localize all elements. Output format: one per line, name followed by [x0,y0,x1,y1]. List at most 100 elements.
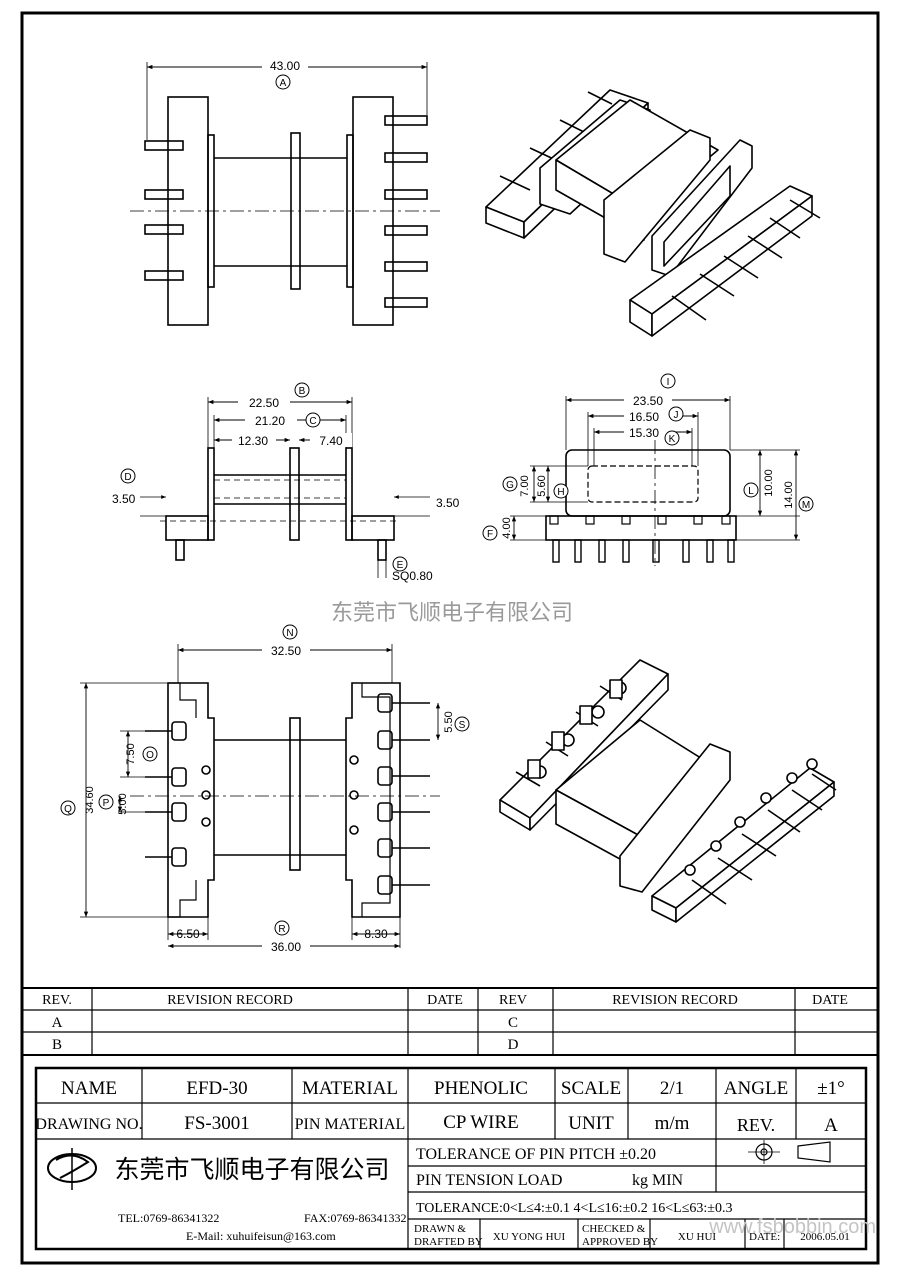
dim-side-d-right: 3.50 [436,496,460,510]
watermark-company: 东莞市飞顺电子有限公司 [331,601,573,626]
svg-text:O: O [146,750,154,761]
svg-text:N: N [286,628,293,639]
callout-j: J [668,406,684,422]
callout-e: E [392,556,408,572]
date-label: DATE: [749,1231,780,1243]
tolerance-pin-pitch: TOLERANCE OF PIN PITCH ±0.20 [416,1146,656,1163]
svg-text:K: K [669,434,676,445]
svg-text:D: D [124,472,131,483]
scale-value: 2/1 [660,1078,684,1099]
company-tel: TEL:0769-86341322 [118,1211,219,1225]
callout-l: L [743,482,759,498]
dim-end-m: 14.00 [783,481,795,509]
company-logo [47,1148,97,1190]
callout-h: H [553,483,569,499]
company-email: E-Mail: xuhuifeisun@163.com [186,1229,336,1243]
checked-value: XU HUI [678,1231,717,1243]
svg-text:A: A [280,78,287,89]
side-view [140,395,430,578]
callout-g: G [502,476,518,492]
company-name: 东莞市飞顺电子有限公司 [114,1155,389,1184]
callout-i: I [660,373,676,389]
title-block [34,1066,868,1251]
dim-top-width: 43.00 [270,59,300,73]
callout-p: P [98,794,114,810]
dim-bottom-right: 8.30 [364,927,388,941]
dim-bottom-s: 5.50 [443,711,455,732]
dim-end-k: 15.30 [629,426,659,440]
rev-row-c: C [508,1015,518,1031]
svg-text:C: C [309,416,316,427]
dim-bottom-q: 34.60 [84,786,96,814]
drawing-no-value: FS-3001 [184,1113,249,1134]
dim-bottom-left: 6.50 [176,927,200,941]
pin-tension-label: PIN TENSION LOAD [416,1172,562,1189]
callout-a: A [275,74,291,90]
dim-side-e: SQ0.80 [392,569,433,583]
drawing-no-label: DRAWING NO. [35,1116,142,1133]
svg-text:B: B [299,386,306,397]
dim-end-l: 10.00 [763,469,775,497]
callout-s: S [454,716,470,732]
drawn-label-1: DRAWN & [414,1223,466,1235]
dim-bottom-r: 36.00 [271,940,301,954]
dim-end-g: 7.00 [519,475,531,496]
checked-label-1: CHECKED & [582,1223,646,1235]
dim-side-b: 22.50 [249,396,279,410]
callout-m: M [798,496,814,512]
unit-label: UNIT [568,1113,614,1134]
dim-side-left: 12.30 [238,434,268,448]
rev-header-2: REV [499,993,527,1008]
sheet-border [20,11,880,1265]
callout-k: K [664,430,680,446]
pin-material-value: CP WIRE [443,1112,518,1133]
date-value: 2006.05.01 [800,1231,850,1243]
callout-n: N [282,624,298,640]
svg-text:L: L [748,486,754,497]
callout-d: D [120,468,136,484]
svg-text:Q: Q [64,804,72,815]
callout-f: F [482,525,498,541]
material-value: PHENOLIC [434,1078,528,1099]
svg-text:R: R [278,924,285,935]
callout-q: Q [60,800,76,816]
pin-tension-unit: kg MIN [632,1172,684,1189]
svg-text:E: E [397,560,404,571]
callout-b: B [294,382,310,398]
rev-row-b: B [52,1037,62,1053]
revision-record-header: REVISION RECORD [167,993,293,1008]
dim-end-h: 5.60 [536,475,548,496]
revision-record-header-2: REVISION RECORD [612,993,738,1008]
end-view [510,393,800,566]
callout-o: O [142,746,158,762]
revision-table [21,987,879,1056]
dim-end-i: 23.50 [633,394,663,408]
svg-text:F: F [487,529,493,540]
rev-row-a: A [52,1015,63,1031]
date-header: DATE [427,993,463,1008]
dim-side-d-left: 3.50 [112,492,136,506]
rev-label: REV. [737,1115,775,1135]
svg-text:M: M [802,500,810,511]
angle-label: ANGLE [724,1078,788,1099]
svg-text:J: J [674,410,679,421]
top-view [130,58,440,326]
svg-text:S: S [459,720,466,731]
checked-label-2: APPROVED BY [582,1236,658,1248]
tolerance-general: TOLERANCE:0<L≤4:±0.1 4<L≤16:±0.2 16<L≤63… [416,1201,732,1216]
svg-text:P: P [103,798,110,809]
svg-text:G: G [506,480,514,491]
dim-bottom-o: 7.50 [125,743,137,764]
svg-text:H: H [557,487,564,498]
callout-r: R [274,920,290,936]
date-header-2: DATE [812,993,848,1008]
unit-value: m/m [655,1113,690,1134]
callout-c: C [305,412,321,428]
isometric-view-top [485,89,821,337]
dim-bottom-n: 32.50 [271,644,301,658]
dim-end-j: 16.50 [629,410,659,424]
rev-value: A [824,1115,838,1136]
isometric-view-bottom [499,659,837,923]
dim-bottom-p: 5.00 [117,793,129,814]
